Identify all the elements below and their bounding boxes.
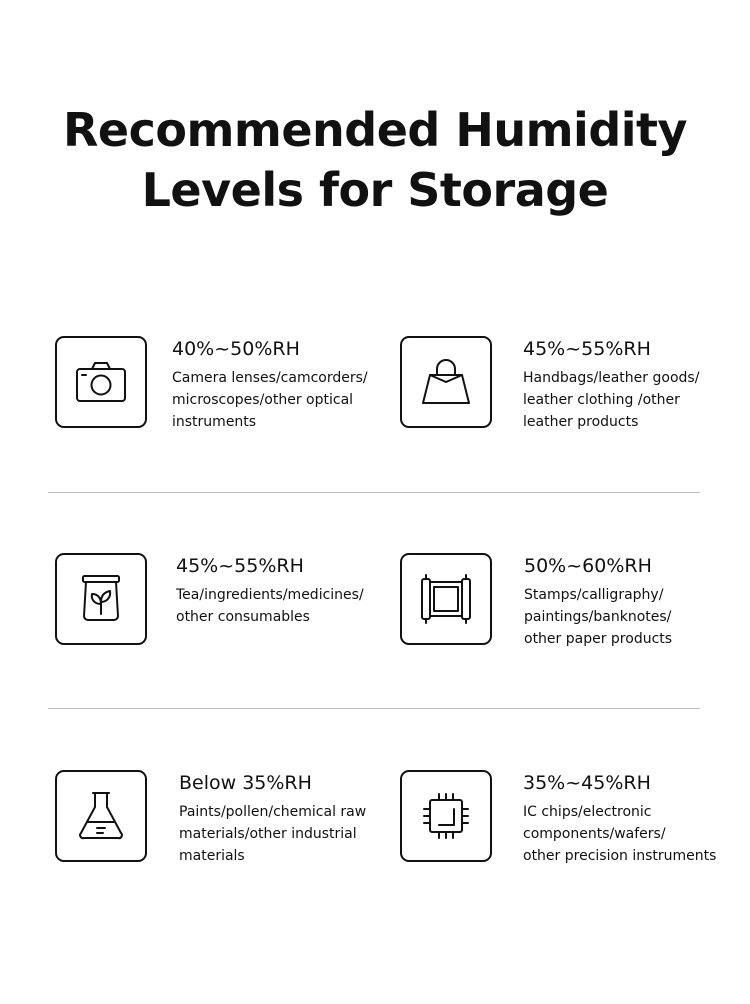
camera-icon <box>55 336 147 428</box>
item-description: Stamps/calligraphy/ paintings/banknotes/… <box>524 587 673 647</box>
humidity-range: 40%~50%RH <box>172 338 300 360</box>
item-description: Tea/ingredients/medicines/ other consuma… <box>176 587 364 625</box>
item-description: Handbags/leather goods/ leather clothing… <box>523 370 700 430</box>
title-line-2: Levels for Storage <box>141 163 609 217</box>
row-divider <box>48 708 700 709</box>
chip-icon <box>400 770 492 862</box>
tea-jar-icon <box>55 553 147 645</box>
humidity-range: 45%~55%RH <box>176 555 304 577</box>
humidity-range: Below 35%RH <box>179 772 312 794</box>
row-divider <box>48 492 700 493</box>
humidity-range: 45%~55%RH <box>523 338 651 360</box>
scroll-painting-icon <box>400 553 492 645</box>
handbag-icon <box>400 336 492 428</box>
title-line-1: Recommended Humidity <box>63 103 687 157</box>
flask-icon <box>55 770 147 862</box>
item-description: Paints/pollen/chemical raw materials/oth… <box>179 804 367 864</box>
page-title: Recommended Humidity Levels for Storage <box>0 100 750 220</box>
humidity-range: 50%~60%RH <box>524 555 652 577</box>
item-description: IC chips/electronic components/wafers/ o… <box>523 804 717 864</box>
item-description: Camera lenses/camcorders/ microscopes/ot… <box>172 370 368 430</box>
humidity-range: 35%~45%RH <box>523 772 651 794</box>
